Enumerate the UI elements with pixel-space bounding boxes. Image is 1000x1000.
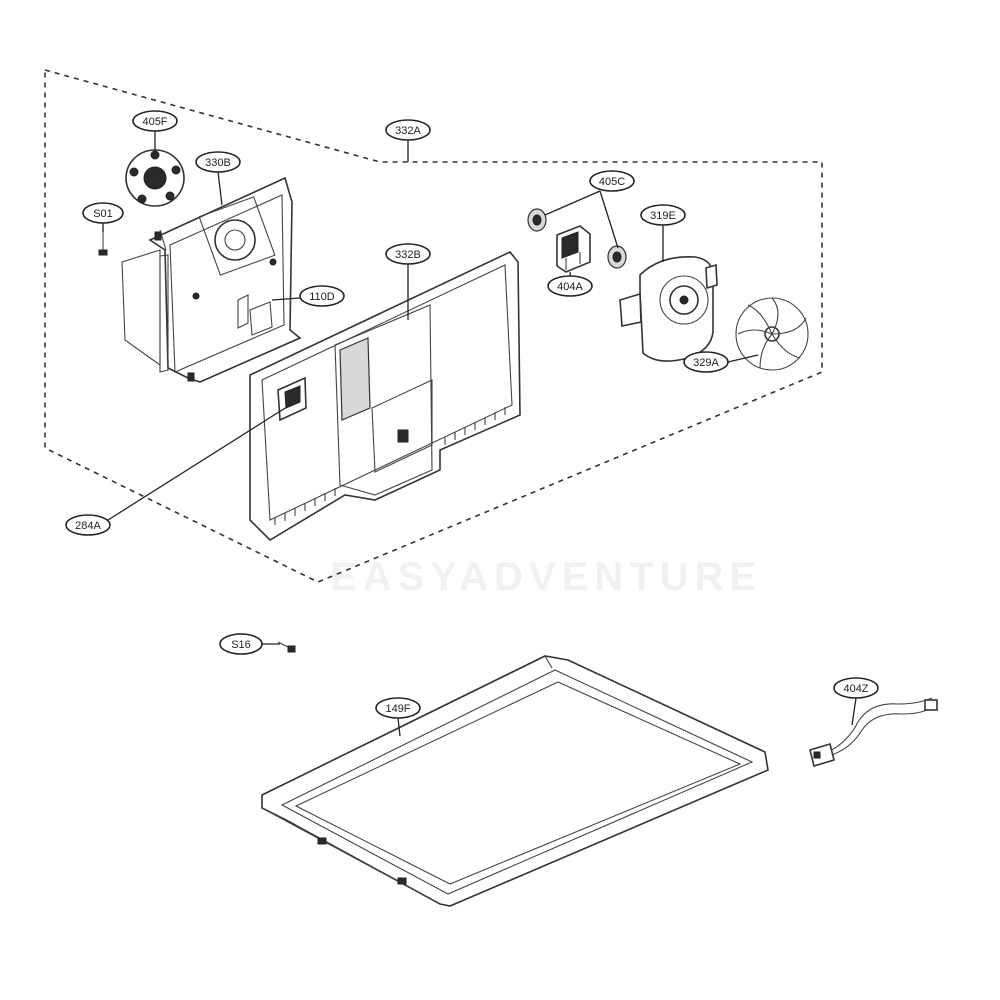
callout-149F: 149F	[375, 697, 421, 719]
part-330B-bracket	[121, 176, 302, 383]
panel-vents-right	[444, 407, 506, 445]
part-S01-screw	[98, 228, 108, 256]
leader-405C	[544, 190, 601, 216]
svg-text:332A: 332A	[395, 125, 421, 137]
callout-329A: 329A	[683, 351, 729, 373]
part-404Z-wire-harness	[809, 697, 938, 768]
svg-text:319E: 319E	[650, 210, 676, 222]
callout-404A: 404A	[547, 275, 593, 297]
part-404A-connector	[556, 225, 591, 273]
svg-text:405C: 405C	[599, 176, 625, 188]
part-332B-cover-panel	[249, 251, 521, 542]
leader-405C-b	[599, 190, 619, 249]
svg-text:284A: 284A	[75, 520, 101, 532]
svg-text:149F: 149F	[385, 703, 410, 715]
leader-284A	[107, 404, 291, 521]
callout-284A: 284A	[65, 514, 111, 536]
part-405F-disc	[125, 149, 185, 207]
svg-text:405F: 405F	[142, 116, 167, 128]
callout-405F: 405F	[132, 110, 178, 132]
callout-405C: 405C	[589, 170, 635, 192]
watermark-text: EASYADVENTURE	[330, 555, 762, 599]
svg-text:S16: S16	[231, 639, 251, 651]
callout-332A: 332A	[385, 119, 431, 141]
svg-text:110D: 110D	[309, 291, 335, 303]
svg-text:332B: 332B	[395, 249, 421, 261]
svg-text:404A: 404A	[557, 281, 583, 293]
leader-329A	[727, 354, 759, 363]
svg-text:330B: 330B	[205, 157, 231, 169]
svg-text:S01: S01	[93, 208, 113, 220]
leader-404Z	[851, 697, 857, 726]
callout-332B: 332B	[385, 243, 431, 265]
part-S16-screw	[277, 641, 296, 653]
callout-319E: 319E	[640, 204, 686, 226]
part-149F-glass-shelf	[261, 655, 769, 907]
callout-110D: 110D	[299, 285, 345, 307]
callout-S16: S16	[219, 633, 263, 655]
leader-330B	[217, 171, 223, 206]
callout-330B: 330B	[195, 151, 241, 173]
svg-text:404Z: 404Z	[843, 683, 868, 695]
part-329A-fan-blade	[735, 297, 809, 371]
svg-text:329A: 329A	[693, 357, 719, 369]
panel-vents-left	[274, 488, 336, 525]
leader-149F	[397, 717, 401, 737]
callout-404Z: 404Z	[833, 677, 879, 699]
callout-S01: S01	[82, 202, 124, 224]
leader-110D	[271, 297, 301, 301]
part-319E-fan-motor	[619, 256, 718, 362]
